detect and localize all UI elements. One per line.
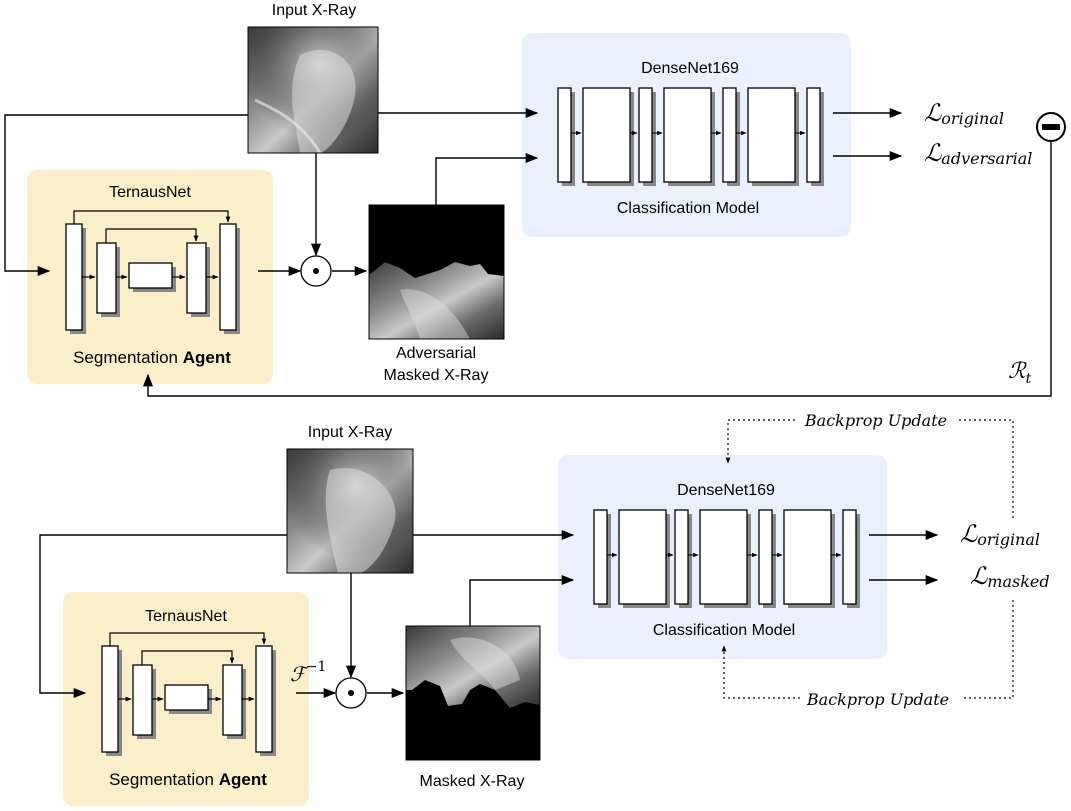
top-classifier-caption: Classification Model: [617, 200, 759, 217]
bottom-loss-masked: ℒmasked: [970, 562, 1050, 591]
bottom-unet-links: [109, 632, 267, 702]
bottom-masked-caption: Masked X-Ray: [420, 773, 525, 790]
top-unet-blocks: [65, 223, 240, 334]
bottom-loss-original: ℒoriginal: [960, 520, 1040, 549]
top-segmenter-title: TernausNet: [109, 184, 191, 201]
top-masked-xray-image: [368, 204, 505, 340]
backprop-update-bottom: Backprop Update: [806, 690, 949, 709]
backprop-update-top: Backprop Update: [804, 411, 947, 430]
bottom-input-xray-image: [286, 448, 414, 574]
bottom-classifier-caption: Classification Model: [653, 622, 795, 639]
top-loss-adversarial: ℒadversarial: [924, 139, 1032, 168]
top-masked-caption-line1: Adversarial: [396, 345, 476, 362]
bottom-unet-blocks: [101, 645, 276, 756]
top-unet-links: [73, 210, 231, 280]
top-loss-original: ℒoriginal: [924, 99, 1004, 128]
top-masked-caption-line2: Masked X-Ray: [384, 367, 489, 384]
top-input-label: Input X-Ray: [272, 2, 356, 19]
bottom-segmenter-title: TernausNet: [145, 608, 227, 625]
bottom-input-label: Input X-Ray: [308, 424, 392, 441]
bottom-panel: TernausNet Segmentation Agent Input X-Ra…: [39, 411, 1050, 806]
bottom-segmenter-caption: Segmentation Agent: [109, 770, 267, 789]
bottom-classifier-title: DenseNet169: [677, 482, 775, 499]
top-input-xray-image: [247, 26, 379, 154]
top-panel: TernausNet Segmentation Agent Input X-Ra…: [4, 2, 1066, 397]
inverse-transform-label: ℱ−1: [290, 659, 326, 686]
reward-label: ℛt: [1008, 359, 1032, 387]
bottom-densenet-blocks: [593, 509, 860, 608]
top-densenet-blocks: [557, 87, 824, 186]
bottom-flow-arrows: [39, 529, 939, 699]
bottom-masked-xray-image: [405, 625, 541, 761]
backprop-dotted-arrows: [721, 419, 1014, 699]
top-classifier-title: DenseNet169: [641, 60, 739, 77]
top-flow-arrows: [4, 107, 1052, 397]
top-segmenter-caption: Segmentation Agent: [73, 348, 231, 367]
